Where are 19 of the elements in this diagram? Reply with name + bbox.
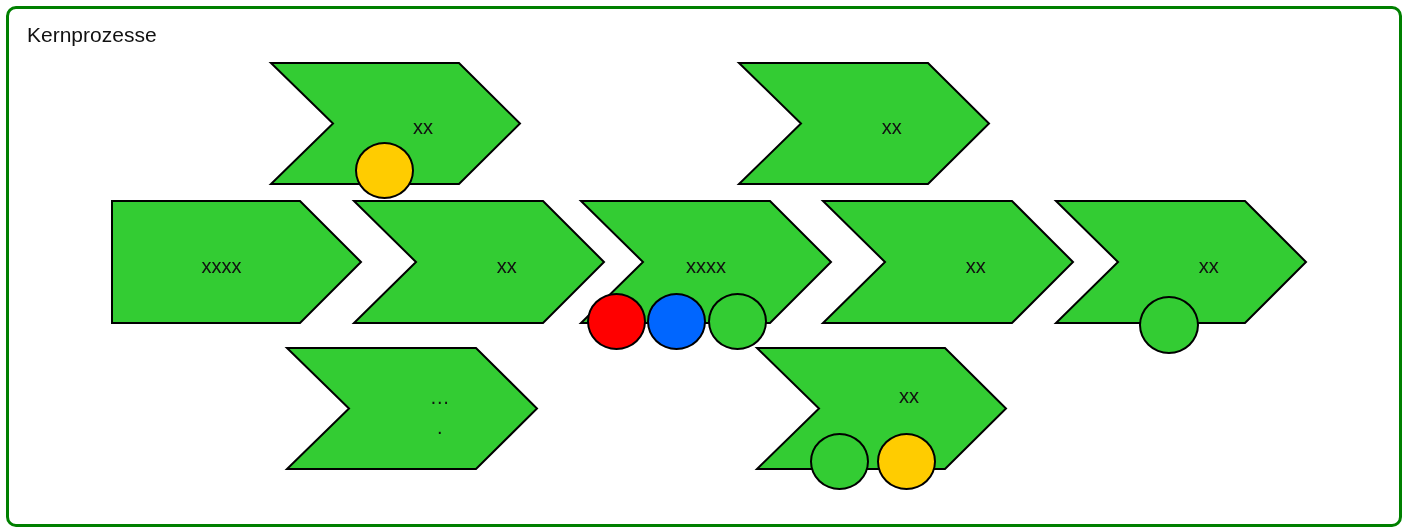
step-label: xx: [1198, 254, 1219, 278]
process-step: [286, 347, 538, 470]
process-step: [822, 200, 1074, 324]
step-label: xx: [881, 115, 902, 139]
step-label: xxxx: [686, 254, 726, 278]
step-label: xxxx: [201, 254, 242, 278]
group-title: Kernprozesse: [27, 23, 157, 47]
process-step: [270, 62, 521, 185]
group-panel: [6, 6, 1402, 527]
step-label: xx: [496, 254, 517, 278]
process-step: [738, 62, 990, 185]
process-step-start: [111, 200, 362, 324]
process-step: [1055, 200, 1307, 324]
step-label: xx: [413, 115, 434, 139]
step-label: xx: [899, 384, 920, 408]
step-label: xx: [965, 254, 986, 278]
step-label: … .: [428, 385, 451, 441]
process-step: [353, 200, 605, 324]
status-circle: [587, 293, 646, 350]
